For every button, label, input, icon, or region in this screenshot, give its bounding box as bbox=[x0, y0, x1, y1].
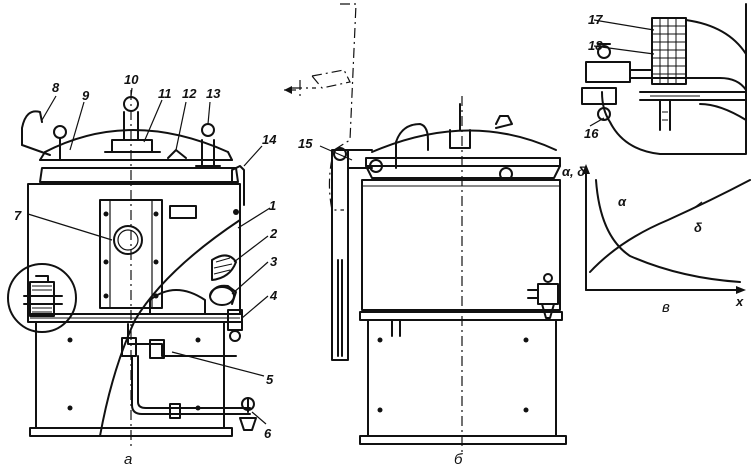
callout-9: 9 bbox=[82, 88, 90, 103]
callout-18: 18 bbox=[588, 38, 603, 53]
callout-labels: 1 2 3 4 5 6 7 8 9 10 11 12 13 14 15 16 1… bbox=[14, 12, 744, 468]
callout-16: 16 bbox=[584, 126, 599, 141]
callout-5: 5 bbox=[266, 372, 274, 387]
view-a-front-view bbox=[7, 90, 257, 450]
caption-view-a: а bbox=[124, 451, 132, 468]
detail-lid-seal bbox=[581, 3, 747, 155]
callout-1: 1 bbox=[269, 198, 276, 213]
curve-delta bbox=[589, 179, 751, 273]
callout-11: 11 bbox=[158, 86, 172, 101]
callout-17: 17 bbox=[588, 12, 603, 27]
callout-2: 2 bbox=[269, 226, 278, 241]
callout-7: 7 bbox=[14, 208, 22, 223]
callout-13: 13 bbox=[206, 86, 221, 101]
callout-4: 4 bbox=[269, 288, 278, 303]
callout-3: 3 bbox=[270, 254, 278, 269]
callout-8: 8 bbox=[52, 80, 60, 95]
leader-lines bbox=[27, 19, 655, 425]
graph-y-axis-label: α, δ bbox=[562, 164, 585, 179]
curve-delta-label: δ bbox=[694, 220, 702, 235]
curve-alpha bbox=[595, 179, 741, 283]
callout-14: 14 bbox=[262, 132, 277, 147]
callout-12: 12 bbox=[182, 86, 197, 101]
view-b-side-view bbox=[284, 3, 567, 452]
callout-6: 6 bbox=[264, 426, 272, 441]
callout-15: 15 bbox=[298, 136, 313, 151]
caption-view-c: в bbox=[662, 299, 670, 316]
graph-alpha-delta bbox=[582, 164, 751, 294]
callout-10: 10 bbox=[124, 72, 139, 87]
curve-alpha-label: α bbox=[618, 194, 627, 209]
caption-view-b: б bbox=[454, 451, 463, 468]
graph-x-axis-label: x bbox=[735, 294, 744, 309]
